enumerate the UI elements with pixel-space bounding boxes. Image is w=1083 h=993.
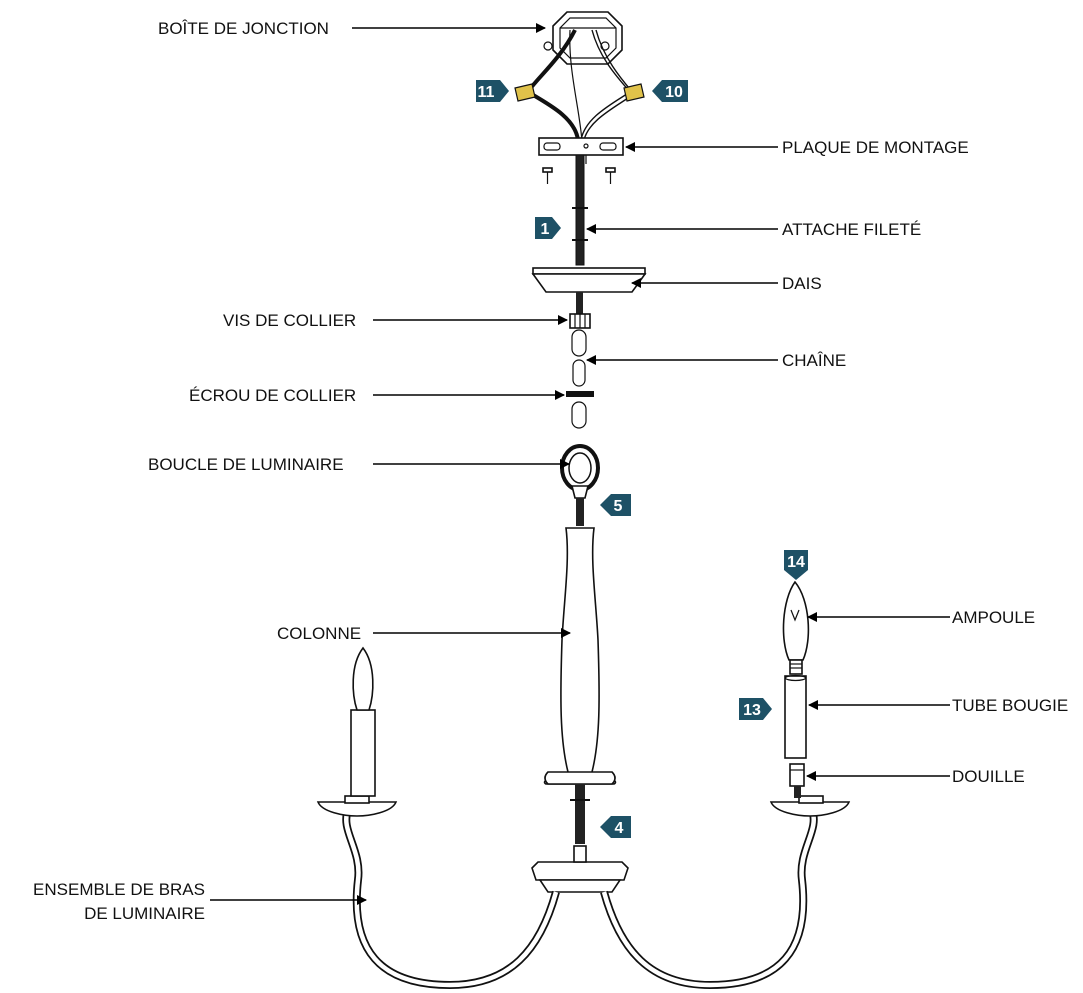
label-mounting-plate: PLAQUE DE MONTAGE xyxy=(782,138,969,157)
step-tag-14: 14 xyxy=(784,550,808,580)
label-junction-box: BOÎTE DE JONCTION xyxy=(158,19,329,38)
svg-text:11: 11 xyxy=(478,84,495,101)
wire-connector-right xyxy=(623,83,645,102)
svg-text:5: 5 xyxy=(614,498,623,515)
step-tag-4: 4 xyxy=(600,816,631,838)
step-tag-13: 13 xyxy=(739,698,772,720)
canopy xyxy=(531,267,647,293)
step-tag-10: 10 xyxy=(652,80,688,102)
label-collar-screw: VIS DE COLLIER xyxy=(223,311,356,330)
step-tag-11: 11 xyxy=(476,80,509,102)
label-threaded-rod: ATTACHE FILETÉ xyxy=(782,220,921,239)
label-arm-assembly-line2: DE LUMINAIRE xyxy=(84,904,205,923)
step-tag-5: 5 xyxy=(600,494,631,516)
left-candle-cup xyxy=(316,646,398,817)
label-arm-assembly-line1: ENSEMBLE DE BRAS xyxy=(33,880,205,899)
svg-text:1: 1 xyxy=(541,221,550,238)
svg-text:13: 13 xyxy=(743,702,761,719)
label-candle-tube: TUBE BOUGIE xyxy=(952,696,1068,715)
fixture-loop xyxy=(560,444,600,526)
label-chain: CHAÎNE xyxy=(782,351,846,370)
label-fixture-loop: BOUCLE DE LUMINAIRE xyxy=(148,455,344,474)
candle-tube xyxy=(784,674,807,759)
arm-assembly xyxy=(342,808,818,990)
socket xyxy=(789,763,805,798)
bulb xyxy=(782,580,810,675)
svg-text:4: 4 xyxy=(615,820,624,837)
svg-text:14: 14 xyxy=(787,554,805,571)
svg-text:10: 10 xyxy=(665,84,683,101)
label-socket: DOUILLE xyxy=(952,767,1025,786)
right-candle-cup xyxy=(769,795,851,817)
mounting-plate xyxy=(538,137,624,156)
label-bulb: AMPOULE xyxy=(952,608,1035,627)
threaded-rod xyxy=(572,154,588,266)
wire-connector-left xyxy=(514,83,536,102)
collar-screw xyxy=(569,313,591,329)
column xyxy=(543,527,617,785)
step-tag-1: 1 xyxy=(535,217,561,239)
label-canopy: DAIS xyxy=(782,274,822,293)
chain xyxy=(571,329,587,429)
label-column: COLONNE xyxy=(277,624,361,643)
mounting-screws xyxy=(542,155,616,184)
label-collar-nut: ÉCROU DE COLLIER xyxy=(189,386,356,405)
collar-nut xyxy=(566,391,594,397)
